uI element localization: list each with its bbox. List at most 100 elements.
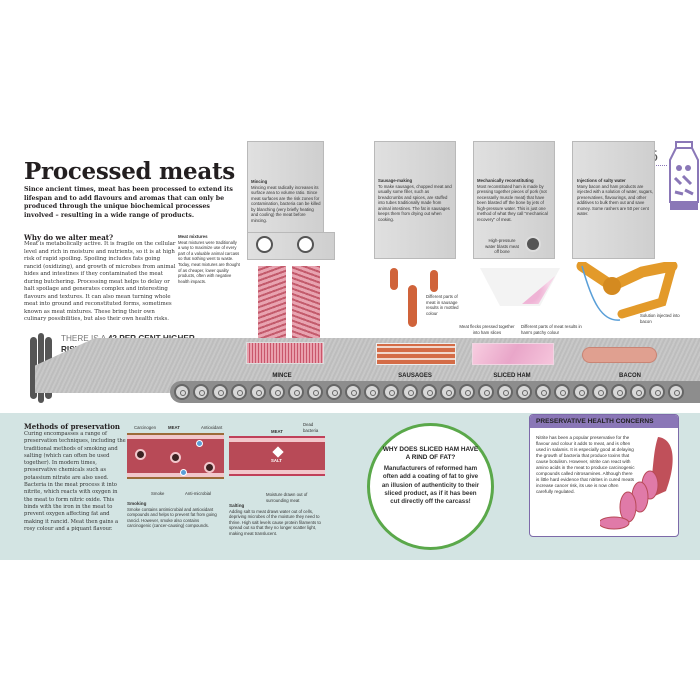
sausage-heading: Sausage-making xyxy=(378,178,413,183)
preservation-heading: Methods of preservation xyxy=(24,422,120,431)
iron-molecule-icon xyxy=(135,449,146,460)
why-body: Meat is metabolically active. It is frag… xyxy=(24,241,176,322)
roller xyxy=(592,384,608,400)
iron-molecule-icon xyxy=(170,452,181,463)
sliced-ham-block xyxy=(472,343,554,365)
label-dead-bacteria: Dead bacteria xyxy=(303,422,319,433)
smoking-caption: Smoking Smoke contains antimicrobial and… xyxy=(127,501,222,529)
injection-heading: Injections of salty water xyxy=(577,178,626,183)
roller xyxy=(554,384,570,400)
label-antimicrobial: Anti-microbial xyxy=(185,491,212,496)
solution-annotation: Solution injected into bacon xyxy=(640,313,680,324)
belt-label-mince: MINCE xyxy=(272,373,292,379)
label-salt: SALT xyxy=(271,458,282,463)
roller xyxy=(459,384,475,400)
machine-mincing xyxy=(247,141,324,241)
roller xyxy=(288,384,304,400)
roller xyxy=(402,384,418,400)
mince-stream-right xyxy=(292,266,320,346)
belt-label-sausages: SAUSAGES xyxy=(398,373,432,379)
sausage-body: To make sausages, chopped meat and usual… xyxy=(378,183,452,222)
meat-mixtures-body: Meat mixtures were traditionally a way t… xyxy=(178,239,240,284)
machine-sausage xyxy=(374,141,456,259)
belt-label-sliced-ham: SLICED HAM xyxy=(493,373,531,379)
callout-heading: WHY DOES SLICED HAM HAVE A RIND OF FAT? xyxy=(382,446,479,461)
reconstituting-body: Most reconstituted ham is made by pressi… xyxy=(477,183,548,222)
salting-body: Adding salt to meat draws water out of c… xyxy=(229,508,321,536)
bacon-slice xyxy=(582,347,657,363)
label-smoke: Smoke xyxy=(151,491,165,496)
label-carcinogen: Carcinogen xyxy=(134,425,156,430)
roller xyxy=(611,384,627,400)
label-meat-smoking: MEAT xyxy=(168,425,180,430)
roller xyxy=(573,384,589,400)
meat-mixtures-heading: Meat mixtures xyxy=(178,234,208,239)
sausage-link xyxy=(430,270,438,292)
preserved-food-jar-icon xyxy=(669,141,699,210)
roller xyxy=(193,384,209,400)
conveyor-rollers xyxy=(170,381,700,403)
roller xyxy=(630,384,646,400)
antimicrobial-icon xyxy=(180,469,187,476)
iron-molecule-icon xyxy=(204,462,215,473)
roller xyxy=(478,384,494,400)
roller xyxy=(649,384,665,400)
sausage-link xyxy=(390,268,398,290)
machine-sausage-caption: Sausage-making To make sausages, chopped… xyxy=(378,178,454,222)
roller xyxy=(440,384,456,400)
roller xyxy=(212,384,228,400)
machine-injection xyxy=(572,141,655,259)
roller xyxy=(174,384,190,400)
label-meat-salting: MEAT xyxy=(271,429,283,434)
why-heading: Why do we alter meat? xyxy=(24,233,114,242)
roller xyxy=(326,384,342,400)
roller xyxy=(668,384,684,400)
high-pressure-annotation: High-pressure water blasts meat off bone xyxy=(485,238,519,255)
gauge-left-icon xyxy=(256,236,273,253)
salting-heading: Salting xyxy=(229,503,245,508)
mincing-heading: Mincing xyxy=(251,179,268,184)
health-concerns-box: PRESERVATIVE HEALTH CONCERNS Nitrite has… xyxy=(529,414,679,537)
health-concerns-heading: PRESERVATIVE HEALTH CONCERNS xyxy=(530,415,678,428)
smoking-body: Smoke contains antimicrobial and antioxi… xyxy=(127,506,217,529)
antioxidant-icon xyxy=(196,440,203,447)
intro-text: Since ancient times, meat has been proce… xyxy=(24,186,233,219)
label-antioxidant: Antioxidant xyxy=(201,425,223,430)
meat-mixtures-note: Meat mixtures Meat mixtures were traditi… xyxy=(178,234,240,284)
belt-label-bacon: BACON xyxy=(619,373,641,379)
label-moisture: Moisture drawn out of surrounding meat xyxy=(266,492,308,503)
mincing-body: Mincing meat radically increases its sur… xyxy=(251,184,321,223)
machine-injection-caption: Injections of salty water Many bacon and… xyxy=(577,178,653,217)
roller xyxy=(421,384,437,400)
meat-flecks-annotation: Meat flecks pressed together into ham sl… xyxy=(459,324,515,335)
machine-reconstituting-caption: Mechanically reconstituting Most reconst… xyxy=(477,178,553,222)
reconstituting-heading: Mechanically reconstituting xyxy=(477,178,534,183)
roller xyxy=(383,384,399,400)
roller xyxy=(231,384,247,400)
preservation-body: Curing encompasses a range of preservati… xyxy=(24,431,126,532)
sliced-ham-callout: WHY DOES SLICED HAM HAVE A RIND OF FAT? … xyxy=(367,423,494,550)
mince-stream-left xyxy=(258,266,286,346)
mince-block xyxy=(246,342,324,364)
robot-arm-icon xyxy=(576,262,678,321)
health-concerns-body: Nitrite has been a popular preservative … xyxy=(536,435,635,494)
roller xyxy=(497,384,513,400)
sausage-link xyxy=(408,285,417,327)
injection-body: Many bacon and ham products are injected… xyxy=(577,183,653,217)
roller xyxy=(535,384,551,400)
gauge-right-icon xyxy=(297,236,314,253)
salting-caption: Salting Adding salt to meat draws water … xyxy=(229,503,329,537)
callout-body: Manufacturers of reformed ham often add … xyxy=(381,465,480,506)
roller xyxy=(250,384,266,400)
water-jet-gauge-icon xyxy=(525,236,541,252)
roller xyxy=(364,384,380,400)
page-title: Processed meats xyxy=(24,158,235,185)
salami-slices-icon xyxy=(600,437,673,530)
sausages-tray xyxy=(376,343,456,365)
smoking-heading: Smoking xyxy=(127,501,147,506)
fact-part: There is a xyxy=(61,334,108,343)
roller xyxy=(307,384,323,400)
ham-parts-annotation: Different parts of meat results in ham's… xyxy=(521,324,582,335)
roller xyxy=(269,384,285,400)
machine-mincing-caption: Mincing Mincing meat radically increases… xyxy=(251,179,321,223)
